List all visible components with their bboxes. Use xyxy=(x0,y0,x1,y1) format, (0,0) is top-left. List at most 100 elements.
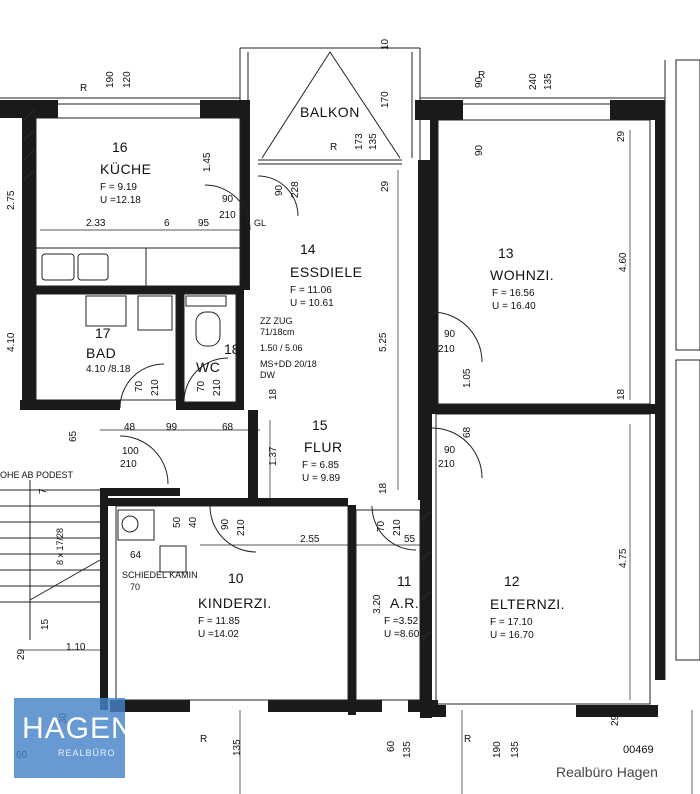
dim-k210: 210 xyxy=(219,210,236,221)
dim-c64: 64 xyxy=(130,550,142,561)
plan-notes: ZZ ZUG 71/18cm 1.50 / 5.06 MS+DD 20/18 D… xyxy=(0,218,317,592)
dim-bot135c: 135 xyxy=(510,741,521,758)
note-gl: GL xyxy=(254,218,266,228)
flur-number: 15 xyxy=(312,417,328,433)
bad-name: BAD xyxy=(86,345,116,361)
watermark: Realbüro Hagen xyxy=(556,764,658,780)
dim-v460: 4.60 xyxy=(618,252,629,272)
dim-c40: 40 xyxy=(188,516,199,528)
wohnzi-u: U = 16.40 xyxy=(492,301,536,312)
logo-sub-text: REALBÜRO xyxy=(58,748,116,758)
dim-k233: 2.33 xyxy=(86,218,106,229)
ar-u: U =8.60 xyxy=(384,629,420,640)
wohnzi-number: 13 xyxy=(498,245,514,261)
note-msdd: MS+DD 20/18 xyxy=(260,359,317,369)
kueche-u: U =12.18 xyxy=(100,195,141,206)
dim-c90: 90 xyxy=(220,518,231,530)
dim-h48: 48 xyxy=(124,422,136,433)
note-kamin: SCHIEDEL KAMIN xyxy=(122,570,198,580)
note-zz-size: 71/18cm xyxy=(260,327,295,337)
dim-bot60: 60 xyxy=(386,740,397,752)
dim-bot29: 29 xyxy=(610,714,621,726)
plan-number: 00469 xyxy=(623,744,654,756)
dim-s7: 7 xyxy=(38,488,49,494)
essdiele-u: U = 10.61 xyxy=(290,298,334,309)
dimension-texts-vertical: 190 120 10 170 173 135 90 240 135 90 29 … xyxy=(6,38,629,758)
dim-top170: 170 xyxy=(380,91,391,108)
kinderzi-u: U =14.02 xyxy=(198,629,239,640)
dim-r90b: 90 xyxy=(474,144,485,156)
kinderzi-number: 10 xyxy=(228,570,244,586)
essdiele-name: ESSDIELE xyxy=(290,264,362,280)
dim-d90a: 90 xyxy=(444,329,456,340)
elternzi-f: F = 17.10 xyxy=(490,617,533,628)
essdiele-number: 14 xyxy=(300,241,316,257)
dim-top190: 190 xyxy=(105,71,116,88)
hagen-logo: HAGEN REALBÜRO xyxy=(14,698,133,778)
dim-r-top: R xyxy=(478,70,485,81)
room-labels: 16 KÜCHE F = 9.19 U =12.18 14 ESSDIELE F… xyxy=(86,104,565,641)
dim-bot135b: 135 xyxy=(402,741,413,758)
dim-d68a: 68 xyxy=(462,426,473,438)
dim-top135a: 135 xyxy=(368,133,379,150)
elternzi-number: 12 xyxy=(504,573,520,589)
note-stairs: 8 x 17/28 xyxy=(55,528,65,565)
dim-k145: 1.45 xyxy=(202,152,213,172)
dim-v475: 4.75 xyxy=(618,548,629,568)
bad-number: 17 xyxy=(95,325,111,341)
essdiele-f: F = 11.06 xyxy=(290,285,332,296)
dim-bot-r1: R xyxy=(200,734,207,745)
dim-d18b: 18 xyxy=(378,482,389,494)
staircase xyxy=(0,480,101,640)
dim-s410: 4.10 xyxy=(6,332,17,352)
dim-ar210: 210 xyxy=(392,519,403,536)
dim-v320: 3.20 xyxy=(372,594,383,614)
dimension-texts: R R R 90 210 2.33 6 95 90 210 90 210 48 … xyxy=(16,70,485,761)
kueche-number: 16 xyxy=(112,139,128,155)
walls xyxy=(0,100,665,718)
wc-name: WC xyxy=(196,359,220,375)
elternzi-u: U = 16.70 xyxy=(490,630,534,641)
bath-fixtures xyxy=(85,295,227,573)
note-kamin-dim: 70 xyxy=(130,582,140,592)
dim-top173: 173 xyxy=(354,133,365,150)
wohnzi-name: WOHNZI. xyxy=(490,267,554,283)
dim-w210: 210 xyxy=(212,379,223,396)
wohnzi-f: F = 16.56 xyxy=(492,288,535,299)
dim-bot-r2: R xyxy=(464,734,471,745)
dim-h68: 68 xyxy=(222,422,234,433)
dim-s275: 2.75 xyxy=(6,190,17,210)
bad-area: 4.10 /8.18 xyxy=(86,364,131,375)
dim-h100: 100 xyxy=(122,446,139,457)
logo-main-text: HAGEN xyxy=(22,712,134,745)
dim-w70: 70 xyxy=(196,380,207,392)
note-dw: DW xyxy=(260,370,275,380)
door-swings xyxy=(119,175,483,553)
dim-d210a: 210 xyxy=(438,344,455,355)
dim-ar55: 55 xyxy=(404,534,416,545)
kitchen-counter xyxy=(35,247,241,287)
ar-f: F =3.52 xyxy=(384,616,419,627)
dim-k90b: 90 xyxy=(274,184,285,196)
dim-k95: 95 xyxy=(198,218,210,229)
dim-h99: 99 xyxy=(166,422,178,433)
dim-c255: 2.55 xyxy=(300,534,320,545)
dim-top120: 120 xyxy=(122,71,133,88)
dim-r29a: 29 xyxy=(616,130,627,142)
dim-r240: 240 xyxy=(528,73,539,90)
flur-f: F = 6.85 xyxy=(302,460,339,471)
wc-number: 18 xyxy=(224,341,240,357)
dim-s110: 1.10 xyxy=(66,642,86,653)
dim-v525: 5.25 xyxy=(378,332,389,352)
balcony-label: BALKON xyxy=(300,104,360,120)
dim-k90: 90 xyxy=(222,194,234,205)
dim-r-left: R xyxy=(80,83,87,94)
dim-k6: 6 xyxy=(164,218,170,229)
kinderzi-name: KINDERZI. xyxy=(198,595,272,611)
dim-d90b: 90 xyxy=(444,445,456,456)
flur-name: FLUR xyxy=(304,439,343,455)
dim-h210: 210 xyxy=(120,459,137,470)
dimension-lines xyxy=(20,130,693,794)
dim-h65: 65 xyxy=(68,430,79,442)
